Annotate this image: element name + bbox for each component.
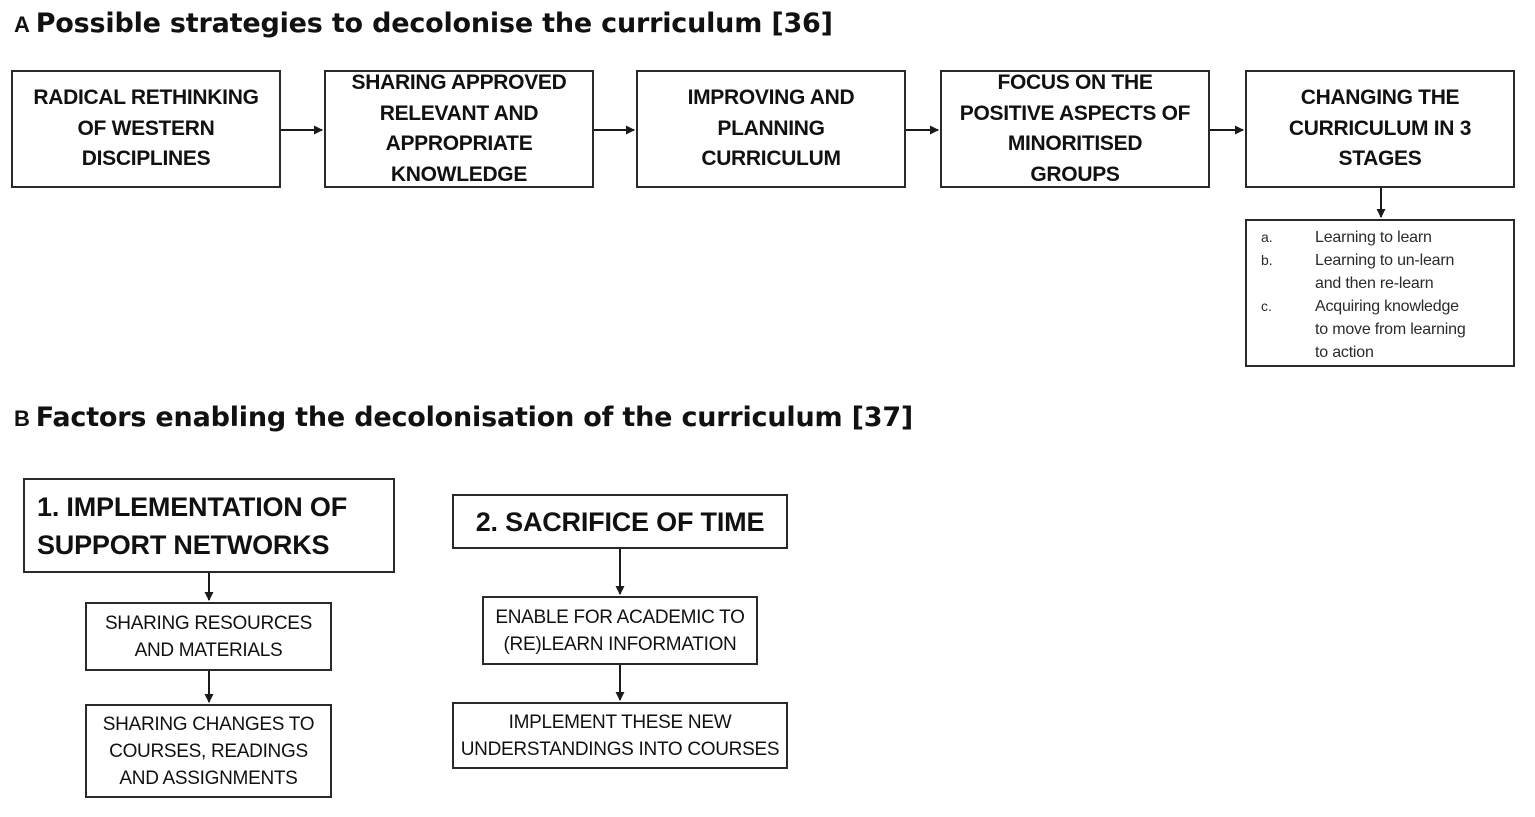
section-b-letter: B (14, 406, 30, 431)
stage-text: Learning to un-learn and then re-learn (1315, 252, 1455, 292)
factor-1-item-resources: SHARING RESOURCES AND MATERIALS (85, 602, 332, 671)
section-a-letter: A (14, 12, 30, 37)
strategy-box-rethinking: RADICAL RETHINKING OF WESTERN DISCIPLINE… (11, 70, 281, 188)
section-b-heading: Factors enabling the decolonisation of t… (35, 402, 914, 433)
section-a-heading: Possible strategies to decolonise the cu… (35, 8, 833, 39)
strategy-box-sharing-knowledge: SHARING APPROVED RELEVANT AND APPROPRIAT… (324, 70, 594, 188)
factor-1-box: 1. IMPLEMENTATION OF SUPPORT NETWORKS (23, 478, 395, 573)
stage-text: Learning to learn (1315, 229, 1432, 246)
stage-marker: a. (1261, 229, 1273, 245)
stage-item: c. Acquiring knowledge to move from lear… (1261, 295, 1505, 364)
stage-item: a. Learning to learn (1261, 226, 1505, 249)
strategy-box-three-stages: CHANGING THE CURRICULUM IN 3 STAGES (1245, 70, 1515, 188)
factor-2-item-implement: IMPLEMENT THESE NEW UNDERSTANDINGS INTO … (452, 702, 788, 769)
strategy-box-improving-curriculum: IMPROVING AND PLANNING CURRICULUM (636, 70, 906, 188)
strategy-box-minoritised-groups: FOCUS ON THE POSITIVE ASPECTS OF MINORIT… (940, 70, 1210, 188)
stage-text: Acquiring knowledge to move from learnin… (1315, 298, 1466, 361)
factor-2-box: 2. SACRIFICE OF TIME (452, 494, 788, 549)
stage-list: a. Learning to learn b. Learning to un-l… (1245, 219, 1515, 367)
stage-marker: b. (1261, 252, 1273, 268)
factor-1-item-changes: SHARING CHANGES TO COURSES, READINGS AND… (85, 704, 332, 798)
factor-2-item-relearn: ENABLE FOR ACADEMIC TO (RE)LEARN INFORMA… (482, 596, 758, 665)
stage-item: b. Learning to un-learn and then re-lear… (1261, 249, 1505, 295)
stage-marker: c. (1261, 298, 1272, 314)
